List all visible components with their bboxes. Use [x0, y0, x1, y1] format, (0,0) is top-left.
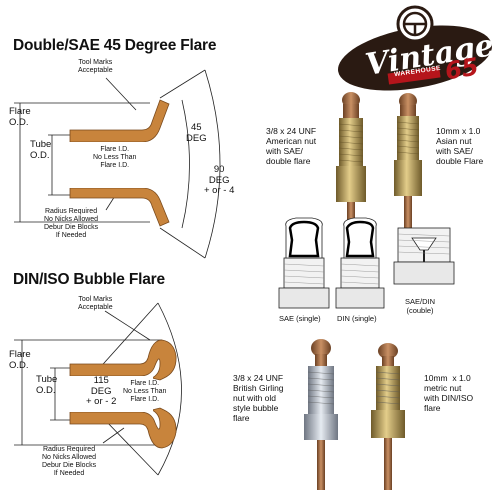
section-saedin-caption: SAE/DIN (couble) — [405, 297, 436, 315]
sae-radius-note: Radius Required No Nicks Allowed Debur D… — [44, 208, 99, 239]
section-sae-caption: SAE (single) — [279, 314, 321, 323]
din-flare-id-label: Flare I.D. No Less Than Flare I.D. — [123, 380, 167, 403]
bottom-left-nut-caption: 3/8 x 24 UNF British Girling nut with ol… — [233, 373, 284, 423]
section-din-caption: DIN (single) — [337, 314, 377, 323]
sae-flare-od-label: Flare O.D. — [9, 106, 31, 128]
din-flare-od-label: Flare O.D. — [9, 349, 31, 371]
bottom-right-nut-caption: 10mm x 1.0 metric nut with DIN/ISO flare — [424, 373, 474, 413]
din-title: DIN/ISO Bubble Flare — [13, 271, 165, 288]
din-radius-note: Radius Required No Nicks Allowed Debur D… — [42, 446, 97, 477]
sae-title: Double/SAE 45 Degree Flare — [13, 37, 217, 54]
sae-angle-45-label: 45 DEG — [186, 122, 207, 144]
din-angle-115-label: 115 DEG + or - 2 — [86, 375, 117, 407]
sae-tube-od-label: Tube O.D. — [30, 139, 52, 161]
din-tube-od-label: Tube O.D. — [36, 374, 58, 396]
sae-tool-marks-label: Tool Marks Acceptable — [78, 59, 113, 74]
sae-angle-90-label: 90 DEG + or - 4 — [204, 164, 235, 196]
din-tool-marks-label: Tool Marks Acceptable — [78, 296, 113, 311]
sae-flare-id-label: Flare I.D. No Less Than Flare I.D. — [93, 146, 137, 169]
top-right-nut-caption: 10mm x 1.0 Asian nut with SAE/ double Fl… — [436, 126, 484, 166]
top-left-nut-caption: 3/8 x 24 UNF American nut with SAE/ doub… — [266, 126, 317, 166]
